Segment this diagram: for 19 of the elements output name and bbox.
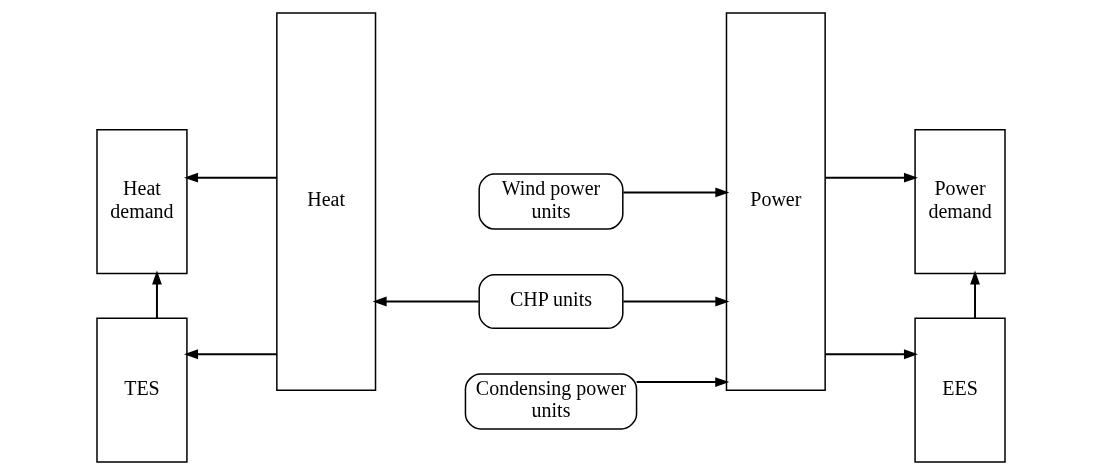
arrow bbox=[622, 296, 730, 307]
node-box: Wind power units bbox=[478, 173, 624, 230]
arrow bbox=[622, 187, 730, 198]
node-box: EES bbox=[914, 317, 1006, 463]
node-box: Power demand bbox=[914, 129, 1006, 275]
arrow bbox=[824, 349, 918, 360]
node-box: Heat demand bbox=[96, 129, 188, 275]
node-box: Power bbox=[725, 12, 826, 391]
arrow bbox=[184, 172, 278, 183]
arrow bbox=[372, 296, 480, 307]
arrow bbox=[152, 270, 162, 320]
node-box: CHP units bbox=[478, 273, 624, 330]
arrow bbox=[824, 172, 918, 183]
node-box: Condensing power units bbox=[464, 373, 638, 430]
node-box: Heat bbox=[276, 12, 377, 391]
arrow bbox=[184, 349, 278, 360]
node-box: TES bbox=[96, 317, 188, 463]
arrow bbox=[635, 377, 730, 387]
arrow bbox=[970, 270, 980, 320]
